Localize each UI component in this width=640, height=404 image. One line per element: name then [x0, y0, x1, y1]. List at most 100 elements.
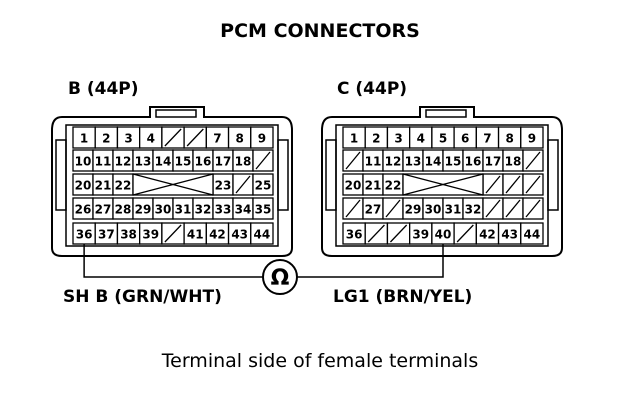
terminal-12: 12: [382, 149, 404, 172]
terminal-number: 3: [394, 132, 402, 146]
terminal-empty: [382, 197, 404, 220]
terminal-number: 42: [209, 228, 226, 242]
blank-cavity-block: [132, 173, 214, 196]
terminal-number: 17: [485, 155, 502, 169]
terminal-16: 16: [192, 149, 214, 172]
side-guide: [277, 139, 289, 211]
terminal-28: 28: [112, 197, 134, 220]
terminal-12: 12: [112, 149, 134, 172]
terminal-number: 12: [115, 155, 132, 169]
terminal-number: 8: [235, 132, 243, 146]
terminal-4: 4: [139, 126, 163, 149]
terminal-number: 30: [155, 203, 172, 217]
terminal-number: 9: [528, 132, 536, 146]
terminal-31: 31: [442, 197, 464, 220]
terminal-number: 26: [75, 203, 92, 217]
terminal-number: 4: [417, 132, 425, 146]
terminal-26: 26: [72, 197, 94, 220]
terminal-10: 10: [72, 149, 94, 172]
terminal-number: 3: [124, 132, 132, 146]
terminal-9: 9: [520, 126, 544, 149]
terminal-16: 16: [462, 149, 484, 172]
terminal-number: 14: [425, 155, 442, 169]
terminal-number: 12: [385, 155, 402, 169]
terminal-number: 35: [255, 203, 272, 217]
terminal-31: 31: [172, 197, 194, 220]
terminal-number: 18: [505, 155, 522, 169]
terminal-number: 16: [195, 155, 212, 169]
terminal-number: 39: [412, 228, 429, 242]
terminal-36: 36: [72, 222, 96, 245]
terminal-number: 42: [479, 228, 496, 242]
terminal-number: 41: [187, 228, 204, 242]
lead-wire-b: [83, 244, 263, 278]
terminal-number: 13: [135, 155, 152, 169]
terminal-25: 25: [252, 173, 274, 196]
terminal-27: 27: [92, 197, 114, 220]
terminal-8: 8: [227, 126, 252, 149]
terminal-empty: [183, 126, 207, 149]
terminal-number: 8: [505, 132, 513, 146]
terminal-13: 13: [402, 149, 424, 172]
terminal-number: 32: [465, 203, 482, 217]
terminal-21: 21: [362, 173, 384, 196]
terminal-43: 43: [497, 222, 522, 245]
terminal-number: 39: [142, 228, 159, 242]
terminal-34: 34: [232, 197, 254, 220]
terminal-empty: [252, 149, 274, 172]
terminal-15: 15: [442, 149, 464, 172]
terminal-number: 43: [501, 228, 518, 242]
terminal-number: 27: [365, 203, 382, 217]
terminal-number: 16: [465, 155, 482, 169]
terminal-empty: [232, 173, 254, 196]
terminal-empty: [453, 222, 477, 245]
terminal-35: 35: [252, 197, 274, 220]
terminal-number: 33: [215, 203, 232, 217]
terminal-20: 20: [342, 173, 364, 196]
terminal-33: 33: [212, 197, 234, 220]
connector-shell: [321, 106, 563, 257]
terminal-number: 9: [258, 132, 266, 146]
terminal-number: 6: [461, 132, 469, 146]
terminal-27: 27: [362, 197, 384, 220]
terminal-number: 13: [405, 155, 422, 169]
terminal-number: 14: [155, 155, 172, 169]
terminal-18: 18: [502, 149, 524, 172]
connector-b-label: B (44P): [68, 79, 139, 99]
terminal-number: 30: [425, 203, 442, 217]
terminal-empty: [161, 126, 185, 149]
terminal-number: 7: [213, 132, 221, 146]
terminal-number: 1: [80, 132, 88, 146]
terminal-2: 2: [94, 126, 119, 149]
terminal-number: 21: [365, 179, 382, 193]
terminal-14: 14: [422, 149, 444, 172]
diagram-title: PCM CONNECTORS: [220, 20, 420, 42]
side-guide: [55, 139, 67, 211]
terminal-8: 8: [497, 126, 522, 149]
terminal-empty: [482, 173, 504, 196]
terminal-44: 44: [250, 222, 274, 245]
connector-shell: [51, 106, 293, 257]
terminal-29: 29: [132, 197, 154, 220]
ohmmeter-icon: Ω: [262, 259, 298, 295]
terminal-4: 4: [409, 126, 433, 149]
terminal-number: 37: [98, 228, 115, 242]
latch-tab: [155, 109, 197, 118]
terminal-39: 39: [409, 222, 433, 245]
terminal-44: 44: [520, 222, 544, 245]
terminal-number: 32: [195, 203, 212, 217]
terminal-42: 42: [475, 222, 500, 245]
latch-tab: [425, 109, 467, 118]
terminal-36: 36: [342, 222, 366, 245]
terminal-18: 18: [232, 149, 254, 172]
terminal-37: 37: [94, 222, 119, 245]
terminal-1: 1: [342, 126, 366, 149]
terminal-number: 40: [435, 228, 452, 242]
terminal-30: 30: [422, 197, 444, 220]
terminal-11: 11: [92, 149, 114, 172]
terminal-number: 5: [439, 132, 447, 146]
terminal-number: 2: [102, 132, 110, 146]
terminal-number: 22: [385, 179, 402, 193]
terminal-number: 44: [254, 228, 271, 242]
